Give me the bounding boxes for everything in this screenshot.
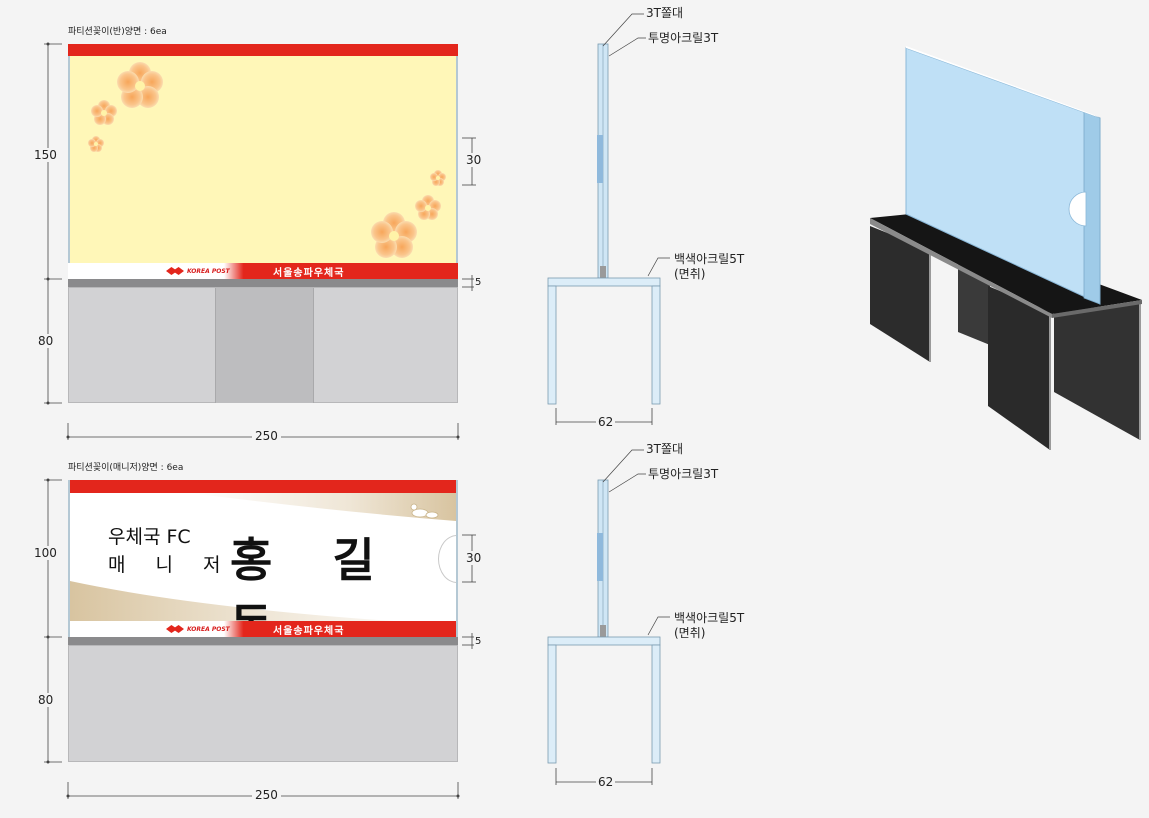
side1-acrylic-label: 투명아크릴3T bbox=[648, 31, 719, 45]
flower-decoration-icon bbox=[70, 56, 456, 264]
panel1-slot-dim: 30 bbox=[466, 153, 482, 167]
side1-depth-dim: 62 bbox=[596, 415, 616, 429]
panel1-height-top-dim: 150 bbox=[34, 148, 57, 162]
side2-depth-dim: 62 bbox=[596, 775, 616, 789]
panel1-sign: KOREA POST 서울송파우체국 bbox=[68, 44, 458, 279]
korea-post-logo: KOREA POST bbox=[166, 267, 230, 275]
panel2-rail-dim: 5 bbox=[475, 636, 482, 647]
panel1-top-red-bar bbox=[68, 44, 458, 56]
panel1-rail bbox=[68, 279, 458, 287]
panel2-name: 홍 길 동 bbox=[230, 533, 397, 637]
panel2-slot-dim: 30 bbox=[466, 551, 482, 565]
side-view-1 bbox=[547, 13, 670, 425]
side1-base-label: 백색아크릴5T bbox=[674, 252, 745, 266]
panel2-width-dim: 250 bbox=[252, 788, 281, 802]
korea-post-text: KOREA POST bbox=[187, 625, 230, 633]
panel2-top-red-bar bbox=[70, 480, 456, 493]
korea-post-mark-icon bbox=[166, 267, 184, 275]
perspective-render bbox=[870, 46, 1142, 450]
panel1-brand-strip: KOREA POST 서울송파우체국 bbox=[68, 263, 458, 279]
panel2-rail bbox=[68, 637, 458, 645]
panel2-line2: 매 니 저 bbox=[108, 554, 233, 576]
panel1-height-bottom-dim: 80 bbox=[38, 334, 54, 348]
side1-base-note: (면취) bbox=[674, 267, 706, 281]
panel2-line1: 우체국 FC bbox=[108, 526, 191, 548]
side2-acrylic-label: 투명아크릴3T bbox=[648, 467, 719, 481]
panel2-height-bottom-dim: 80 bbox=[38, 693, 54, 707]
side2-base-note: (면취) bbox=[674, 626, 706, 640]
korea-post-logo-2: KOREA POST bbox=[166, 625, 230, 633]
panel2-brand-strip: KOREA POST 서울송파우체국 bbox=[70, 621, 456, 637]
korea-post-text: KOREA POST bbox=[187, 267, 230, 275]
panel2-sign: 우체국 FC 매 니 저 홍 길 동 KOREA POST 서울송파우체국 bbox=[68, 480, 458, 637]
panel1-office-name: 서울송파우체국 bbox=[273, 268, 345, 279]
panel1-desk-center-panel bbox=[215, 288, 314, 403]
panel2-height-top-dim: 100 bbox=[34, 546, 57, 560]
korea-post-mark-icon bbox=[166, 625, 184, 633]
panel2-office-name: 서울송파우체국 bbox=[273, 626, 345, 637]
panel2-caption: 파티션꽂이(매니저)양면 : 6ea bbox=[68, 463, 184, 473]
panel2-desk-front bbox=[68, 645, 458, 762]
panel1-desk-front bbox=[68, 287, 458, 403]
panel1-rail-dim: 5 bbox=[475, 277, 482, 288]
panel1-caption: 파티션꽂이(반)양면 : 6ea bbox=[68, 27, 167, 37]
panel1-width-dim: 250 bbox=[252, 429, 281, 443]
side2-pole-label: 3T쫄대 bbox=[646, 442, 684, 456]
side-view-2 bbox=[547, 449, 670, 785]
side2-base-label: 백색아크릴5T bbox=[674, 611, 745, 625]
side1-pole-label: 3T쫄대 bbox=[646, 6, 684, 20]
